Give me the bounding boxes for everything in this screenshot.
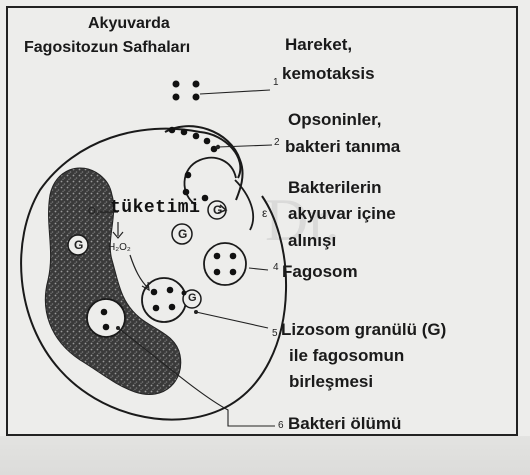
step-1-line-1: Hareket,: [285, 35, 352, 55]
granule-label: G: [74, 238, 83, 252]
bacterium: [103, 324, 110, 331]
bacterium: [230, 253, 237, 260]
h2o2-label: H₂O₂: [108, 242, 131, 253]
step-4-line-1: Fagosom: [282, 262, 358, 282]
granule-label: G: [188, 292, 197, 304]
step-5-line-2: ile fagosomun: [289, 346, 404, 366]
oxygen-label: O₂: [88, 206, 100, 217]
step-3-line-1: Bakterilerin: [288, 178, 382, 198]
bacterium: [202, 195, 209, 202]
pseudopod-upper: [165, 126, 243, 200]
step-6-number: 6: [278, 420, 284, 431]
bacterium: [167, 287, 174, 294]
step-5-line-1: Lizosom granülü (G): [281, 320, 446, 340]
bacterium: [193, 94, 200, 101]
leader-line-5: [196, 312, 268, 328]
bacterium: [214, 253, 221, 260]
step-3-line-2: akyuvar içine: [288, 204, 396, 224]
granule-label: G: [213, 203, 222, 217]
bacterium: [193, 133, 200, 140]
bacterium: [183, 189, 190, 196]
leader-line-4: [249, 268, 268, 270]
bacterium: [230, 269, 237, 276]
step-5-number: 5: [272, 328, 278, 339]
bacterium: [173, 81, 180, 88]
tuketimi-label: tüketimi: [110, 198, 200, 218]
pseudopod-lower: [235, 180, 253, 230]
phagosome: [204, 243, 246, 285]
bacterium: [101, 309, 108, 316]
bacterium: [181, 129, 188, 136]
title-line-2: Fagositozun Safhaları: [24, 38, 190, 58]
step-1-number: 1: [273, 77, 279, 88]
bacterium: [153, 305, 160, 312]
bacterium: [214, 269, 221, 276]
step-3-number: ε: [262, 206, 267, 220]
bacterium: [182, 291, 187, 296]
leader-line-2: [218, 145, 272, 147]
step-4-number: 4: [273, 262, 279, 273]
step-2-line-2: bakteri tanıma: [285, 137, 400, 157]
step-1-line-2: kemotaksis: [282, 64, 375, 84]
h2o2-to-phagosome-arrow: [130, 255, 148, 288]
bacterium: [185, 172, 192, 179]
bacterium: [173, 94, 180, 101]
bacterium: [204, 138, 211, 145]
step-3-line-3: alınışı: [288, 231, 336, 251]
bacterium: [169, 304, 176, 311]
bacterium: [169, 127, 176, 134]
step-5-line-3: birleşmesi: [289, 372, 373, 392]
digestion-vacuole: [87, 299, 125, 337]
title-line-1: Akyuvarda: [88, 14, 170, 34]
step-6-line-1: Bakteri ölümü: [288, 414, 401, 434]
leader-line-1: [200, 90, 270, 94]
granule-label: G: [178, 227, 187, 241]
step-2-number: 2: [274, 137, 280, 148]
bacterium: [193, 81, 200, 88]
step-2-line-1: Opsoninler,: [288, 110, 382, 130]
bacterium: [151, 289, 158, 296]
